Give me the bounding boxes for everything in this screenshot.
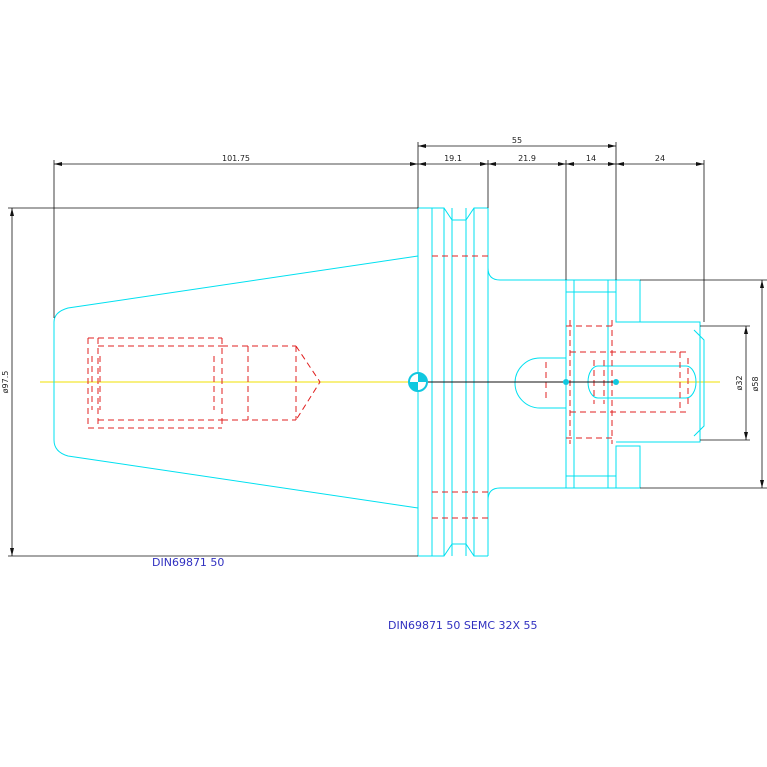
dim-bore-diameter: ø32 (735, 375, 744, 390)
arrowheads (10, 144, 764, 556)
flange-groove-top (432, 207, 488, 221)
flange-groove-bottom (432, 543, 488, 557)
dim-body-diameter: ø58 (751, 376, 760, 391)
dim-neck-length: 21.9 (518, 154, 536, 163)
node-point (563, 379, 569, 385)
hidden-lines (87, 255, 690, 519)
dim-flange-width: 19.1 (444, 154, 462, 163)
dim-clamp-width: 14 (586, 154, 596, 163)
node-point (613, 379, 619, 385)
clamp-screw-hidden (566, 320, 616, 444)
taper-outline (53, 255, 419, 509)
dim-nose-length: 24 (655, 154, 665, 163)
pull-stud-bore (87, 337, 222, 429)
part-designation-label: DIN69871 50 SEMC 32X 55 (388, 619, 538, 632)
dim-flange-diameter: ø97.5 (1, 371, 10, 394)
body-outline (487, 267, 567, 501)
clamp-outline (615, 279, 641, 323)
dim-overall-length: 55 (512, 136, 522, 145)
drive-slot-bottom (432, 491, 488, 519)
dimension-lines (8, 142, 767, 557)
center-marker (408, 372, 428, 392)
taper-standard-label: DIN69871 50 (152, 556, 224, 569)
nose-outline (616, 321, 701, 443)
slot-outline (514, 357, 566, 409)
dim-taper-length: 101.75 (222, 154, 250, 163)
